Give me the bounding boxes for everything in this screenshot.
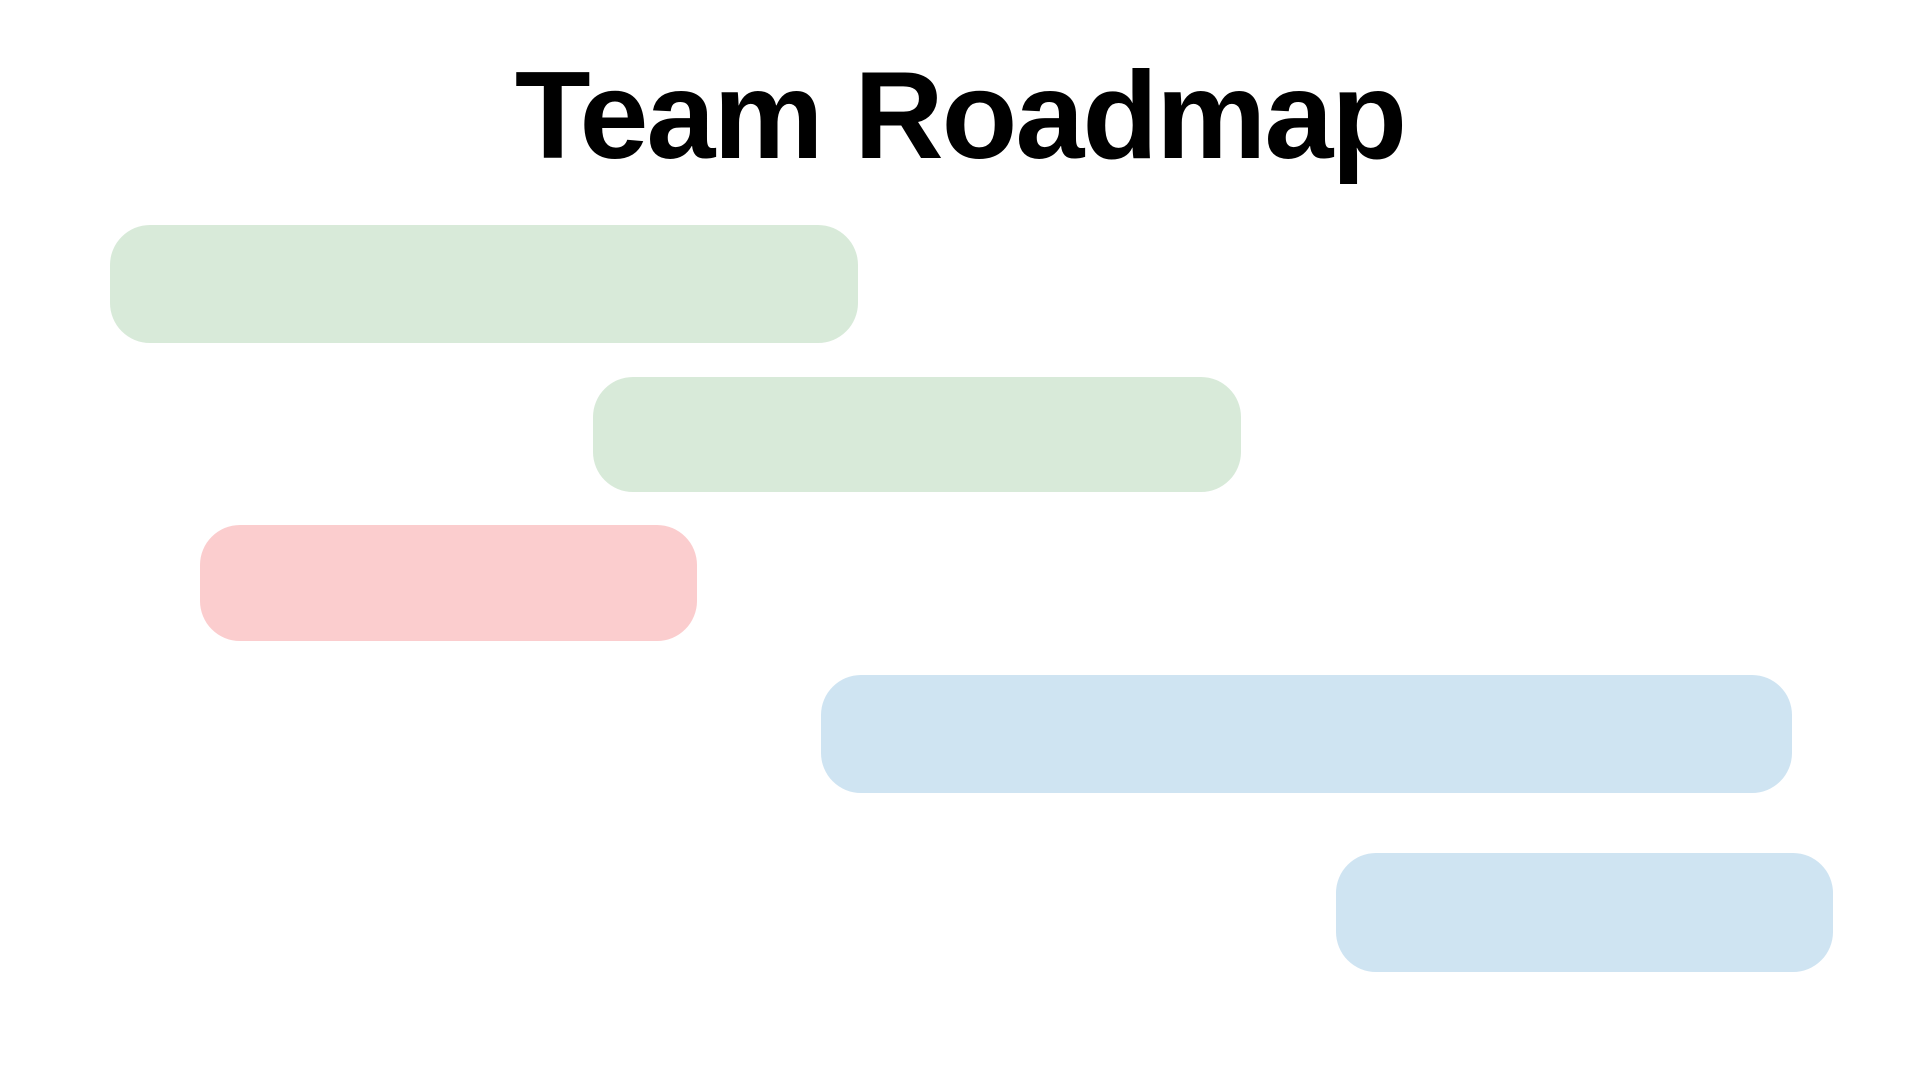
- roadmap-bar-task-4[interactable]: [821, 675, 1792, 793]
- roadmap-bar-task-5[interactable]: [1336, 853, 1833, 972]
- page-title: Team Roadmap: [514, 47, 1407, 185]
- roadmap-bar-task-3[interactable]: [200, 525, 697, 641]
- roadmap-bar-task-1[interactable]: [110, 225, 858, 343]
- roadmap-bar-task-2[interactable]: [593, 377, 1241, 492]
